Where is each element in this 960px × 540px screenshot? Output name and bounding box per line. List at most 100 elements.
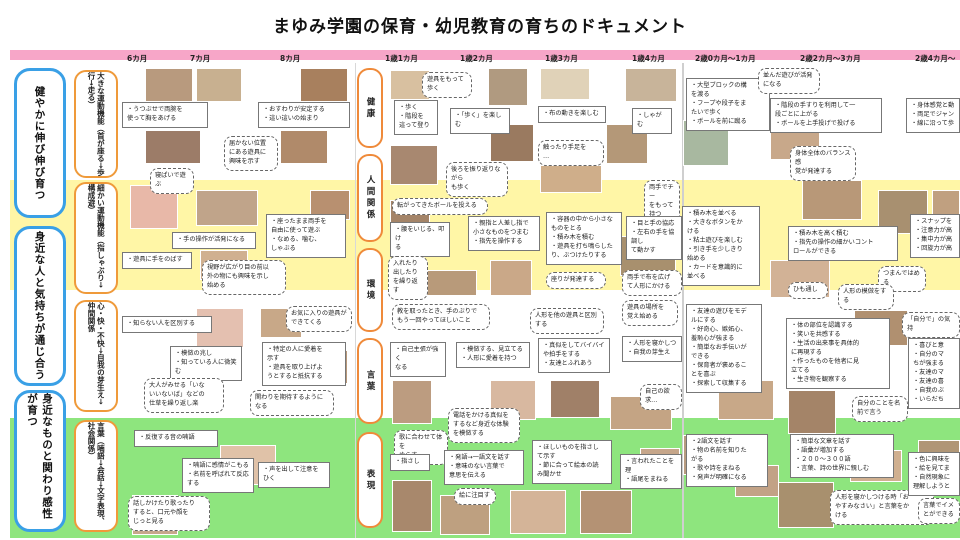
age-label: 6カ月 (127, 54, 148, 63)
milestone-note: ・スナップを ・注意力が高 ・集中力が高 ・回旋力が高 (910, 214, 960, 258)
subsection-mind: 心・快・不快→自我の芽生え→仲間関係 (74, 300, 118, 412)
milestone-note: ・積み木を高く積む ・指先の操作の細かいコント ロールができる (788, 226, 898, 261)
milestone-note: ・手の操作が活発になる (172, 232, 256, 249)
caption-note: 自分のことを名 前で言う (852, 396, 908, 422)
photo (778, 482, 834, 528)
category-environment: 環境 (357, 248, 383, 332)
milestone-note: ・体の部位を認識する ・笑いを共感する ・生活の出来事を具体的 に再現する ・作… (786, 318, 890, 389)
milestone-note: ・大型ブロックの構 を渡る ・フープや段子をま たいで歩く ・ボールを前に蹴る (686, 78, 770, 131)
caption-note: 「自分で」の気持 (902, 312, 960, 338)
caption-note: 転がってきたボールを投える (392, 198, 488, 215)
subsection-fine-motor: 細かい運動機能（指しゃぶり→構成遊） (74, 182, 118, 294)
photo (280, 130, 328, 164)
page-title: まゆみ学園の保育・幼児教育の育ちのドキュメント (273, 17, 687, 37)
milestone-note: ・2語文を話す ・物の名前を知りた がる ・歌や詩をまねる ・発声が明確になる (686, 434, 768, 487)
caption-note: 寝ぱいで遊ぶ (150, 168, 194, 194)
caption-note: 遊具をもって 歩く (422, 72, 472, 98)
milestone-note: ・喜びと意 ・自分のマ ちが強まる ・友達のマ ・友達の喜 ・自我のぶ ・いらだ… (908, 338, 960, 409)
caption-note: 届かない位置 にある遊具に 興味を示す (224, 136, 278, 171)
milestone-note: ・布の動きを楽しむ (538, 106, 606, 123)
caption-note: 人形の模倣をする (838, 284, 894, 310)
milestone-note: ・発語→一語文を話す ・意味のない言葉で 意思を伝える (444, 450, 524, 485)
photo (490, 124, 534, 162)
age-label: 2歳2カ月～3カ月 (800, 54, 861, 63)
photo (540, 68, 590, 100)
photo (392, 380, 432, 424)
column-divider (355, 63, 356, 538)
milestone-note: ・模倣の兆し ・知っている人に微笑 む (170, 346, 242, 381)
milestone-note: ・簡単な文章を話す ・語彙が増加する ・２００～３００語 ・言葉、詩の世界に親し… (790, 434, 894, 478)
category-expression: 表現 (357, 432, 383, 528)
age-label: 7カ月 (190, 54, 211, 63)
column-divider (682, 63, 684, 538)
caption-note: 遊具の場所を 覚え始める (622, 300, 678, 326)
milestone-note: ・特定の人に愛着を 示す ・遊具を取り上げよ うとすると抵抗する (262, 342, 346, 386)
category-language: 言葉 (357, 338, 383, 424)
milestone-note: ・親指と人差し指で 小さなものをつまむ ・指先を操作する (468, 216, 540, 251)
milestone-note: ・ほしいものを指さし て示す ・節に合って絵本の読 み聞かせ (532, 440, 612, 484)
milestone-note: ・腰をいじる、叩け る (390, 222, 450, 257)
caption-note: 身体全体のバランス感 覚が発達する (790, 146, 856, 181)
photo (788, 390, 836, 434)
milestone-note: ・知らない人を区別する (122, 316, 212, 333)
age-label: 1歳3カ月 (545, 54, 578, 63)
milestone-note: ・色に興味を ・絵を見てま ・自然現象に 理解しようと (908, 452, 960, 496)
photo (550, 380, 600, 418)
milestone-note: ・歩く ・階段を 這って登り (394, 100, 438, 135)
milestone-note: ・自己主張が強く なる (390, 342, 446, 377)
milestone-note: ・模倣する、見立てる ・人形に愛着を持つ (456, 342, 530, 368)
milestone-note: ・喃語に感情がこもる ・名前を呼ばれて反応 する (182, 458, 254, 493)
age-label: 1歳2カ月 (460, 54, 493, 63)
milestone-note: ・おすわりが安定する ・這い這いの始まり (258, 102, 350, 128)
caption-note: 絵に注目す (454, 488, 496, 505)
caption-note: 話しかけたり歌ったり すると、口元や顔を じっと見る (128, 496, 210, 531)
milestone-note: ・言われたことを理 ・語尾をまねる (620, 454, 682, 489)
photo (488, 68, 528, 106)
category-relationships: 人間関係 (357, 154, 383, 242)
photo (490, 260, 532, 296)
subsection-gross-motor: 大きな運動機能（首が座る→歩行→走る） (74, 70, 118, 178)
caption-note: 視野が広がり目の前以 外の物にも興味を示し 始める (202, 260, 286, 295)
photo (390, 145, 438, 185)
caption-note: 大人がみせる「いな いいないば」などの 仕草を繰り返し楽 (144, 378, 224, 413)
category-health: 健康 (357, 68, 383, 148)
caption-note: 座りが発達する (546, 272, 606, 289)
development-chart: 6カ月 7カ月 8カ月 1歳1カ月 1歳2カ月 1歳3カ月 1歳4カ月 2歳0カ… (10, 50, 960, 538)
age-label: 1歳1カ月 (385, 54, 418, 63)
photo (510, 490, 566, 534)
photo (300, 68, 348, 102)
milestone-note: ・階段の手すりを利用して一 段ごとに上がる ・ボールを上手投げで投げる (770, 98, 882, 133)
caption-note: 触ったり手足を … (538, 140, 604, 166)
age-header-bar (10, 50, 960, 60)
caption-note: 言葉でイメ とができる (918, 498, 960, 524)
age-label: 2歳4カ月～ (915, 54, 956, 63)
caption-note: 関わりを期待するようになる (250, 390, 334, 416)
milestone-note: ・しゃがむ (632, 108, 672, 134)
milestone-note: ・容器の中から小さな ものをとる ・積み木を積む ・遊具を打ち鳴らした り、ぶつ… (546, 212, 622, 265)
age-label: 8カ月 (280, 54, 301, 63)
milestone-note: ・うつぶせで両腕を 使って胸をあげる (122, 102, 208, 128)
caption-note: 教を取ったとき、手のぶりで もう一回やってほしいこと (392, 304, 490, 330)
caption-note: 両手で布を広げ て人形にかける (622, 270, 682, 296)
age-label: 2歳0カ月～1カ月 (695, 54, 756, 63)
caption-note: 後ろを振り返りながら も歩く (446, 162, 508, 197)
caption-note: 入れたり 出したり を繰り返 す (388, 256, 428, 300)
caption-note: 人形を他の遊具と区別する (530, 308, 604, 334)
milestone-note: ・指さし (390, 454, 430, 471)
milestone-note: ・友達の遊びをモデ ルにする ・好奇心、嫉妬心、 羞恥心が強まる ・簡単なお手伝… (686, 304, 762, 393)
milestone-note: ・身体感覚と動 ・両足でジャン ・線に沿って歩 (906, 98, 960, 133)
milestone-note: ・目と手の協応 ・左右の手を協調し て動かす (626, 216, 682, 260)
photo (145, 68, 193, 102)
section-connect-with-people: 身近な人と気持ちが通じ合う (14, 226, 66, 386)
milestone-note: ・積み木を並べる ・大きなボタンをか ける ・粘土遊びを楽しむ ・引き手を少しき… (682, 206, 760, 286)
milestone-note: ・「歩く」を楽しむ (450, 108, 510, 134)
photo (580, 490, 632, 534)
caption-note: 電話をかける真似を するなど身近な体験 を模倣する (448, 408, 520, 443)
photo (145, 130, 201, 164)
section-healthy-growth: 健やかに伸び伸び育つ (14, 68, 66, 218)
photo (196, 190, 258, 226)
photo (196, 68, 242, 102)
subsection-language: 言葉（喃語→会話→文字表現、社会関係） (74, 420, 118, 532)
caption-note: お気に入りの遊具が できてくる (286, 306, 352, 332)
section-engage-with-things: 身近なものと関わり感性が育つ (14, 390, 66, 532)
